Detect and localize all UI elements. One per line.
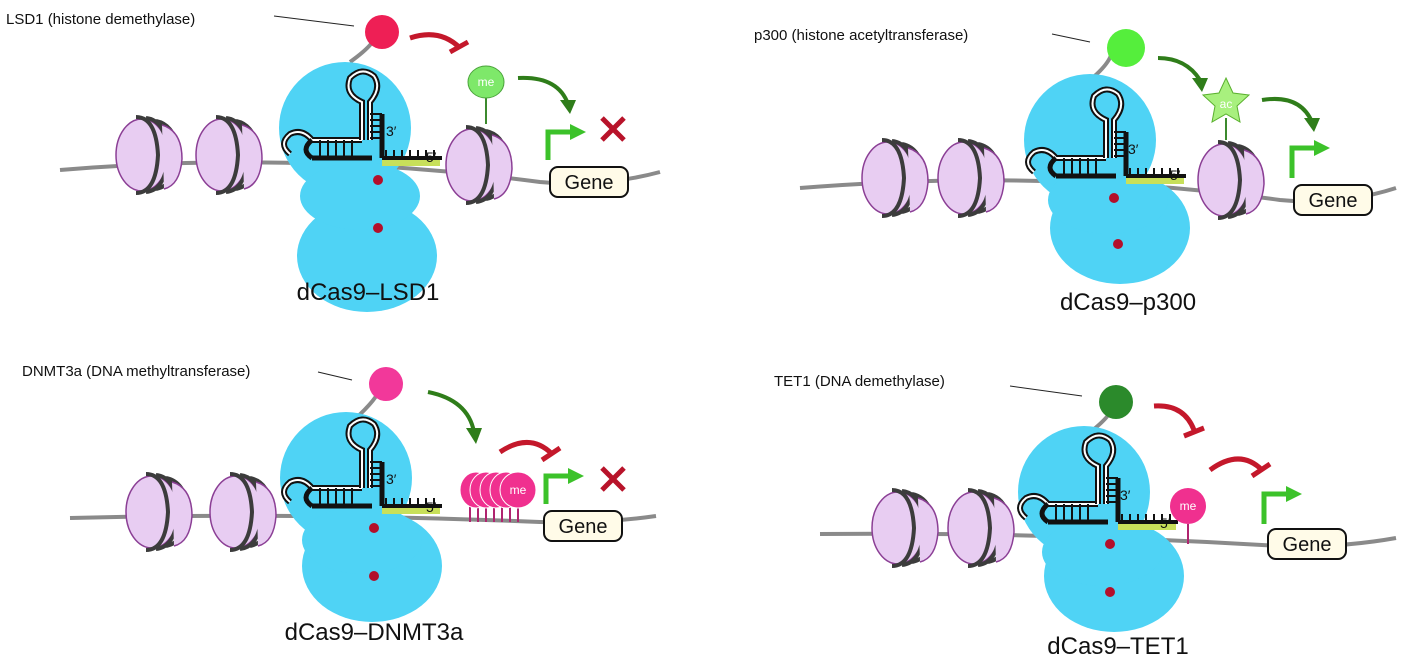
- enzyme-label: p300 (histone acetyltransferase): [754, 27, 968, 44]
- label-leader-line: [273, 15, 355, 27]
- three-prime-label: 3′: [386, 123, 397, 139]
- panel-dnmt3a: DNMT3a (DNA methyltransferase) 3′ 5′ me: [22, 363, 657, 646]
- enzyme-label: DNMT3a (DNA methyltransferase): [22, 363, 250, 380]
- panel-p300: p300 (histone acetyltransferase) 3′ 5′ a…: [754, 27, 1397, 316]
- nuclease-site-dot: [373, 223, 383, 233]
- inhibition-arrow: [409, 32, 462, 50]
- three-prime-label: 3′: [1128, 141, 1139, 157]
- panel-caption: dCas9–DNMT3a: [285, 619, 464, 646]
- nucleosome-2: [946, 488, 1016, 568]
- inhibition-arrow: [1208, 456, 1264, 473]
- effector-enzyme: [1107, 29, 1145, 67]
- panel-caption: dCas9–TET1: [1047, 633, 1188, 660]
- promoter-arrow: [1261, 491, 1290, 524]
- gene-box: [543, 510, 623, 542]
- nucleosome-1: [124, 472, 194, 552]
- effector-enzyme: [369, 367, 403, 401]
- three-prime-label: 3′: [1120, 487, 1131, 503]
- effector-enzyme: [1099, 385, 1133, 419]
- nucleosome-1: [114, 115, 184, 195]
- gene-label: Gene: [1283, 534, 1332, 556]
- label-leader-line: [317, 371, 353, 381]
- nucleosome-2: [936, 138, 1006, 218]
- nucleosome-1: [860, 138, 930, 218]
- dna-methyl-mark: [499, 471, 537, 509]
- mark-label: me: [1180, 499, 1197, 513]
- promoter-arrow: [1289, 145, 1318, 178]
- inhibition-arrow: [1153, 403, 1197, 432]
- inhibition-arrow: [498, 440, 554, 456]
- dcas9-lobe-lower: [297, 200, 437, 312]
- nucleosome-1: [870, 488, 940, 568]
- gene-box: [549, 166, 629, 198]
- dna-methyl-mark: [1170, 488, 1206, 524]
- effector-enzyme: [365, 15, 399, 49]
- repressed-cross: [600, 466, 626, 492]
- gene-box: [1267, 528, 1347, 560]
- label-leader-line: [1009, 385, 1083, 397]
- nuclease-site-dot: [1113, 239, 1123, 249]
- nuclease-site-dot: [373, 175, 383, 185]
- nuclease-site-dot: [1109, 193, 1119, 203]
- enzyme-label: LSD1 (histone demethylase): [6, 11, 195, 28]
- mark-label: ac: [1220, 97, 1233, 111]
- activation-arrow: [1157, 56, 1202, 82]
- five-prime-label: 5′: [426, 149, 437, 165]
- nuclease-site-dot: [1105, 587, 1115, 597]
- panel-lsd1: LSD1 (histone demethylase) 3′ 5′ me Gene…: [6, 11, 661, 312]
- five-prime-label: 5′: [1160, 515, 1171, 531]
- three-prime-label: 3′: [386, 471, 397, 487]
- panel-tet1: TET1 (DNA demethylase) 3′ 5′ me Gene dCa…: [774, 373, 1397, 660]
- nuclease-site-dot: [369, 571, 379, 581]
- five-prime-label: 5′: [1170, 167, 1181, 183]
- histone-mark: [1201, 76, 1251, 123]
- nucleosome-3: [444, 125, 514, 205]
- panel-caption: dCas9–p300: [1060, 289, 1196, 316]
- activation-arrow: [1261, 97, 1314, 123]
- activation-arrow: [427, 390, 476, 433]
- enzyme-label: TET1 (DNA demethylase): [774, 373, 945, 390]
- repressed-cross: [600, 116, 626, 142]
- nuclease-site-dot: [1105, 539, 1115, 549]
- mark-label: me: [510, 483, 527, 497]
- promoter-arrow: [543, 473, 572, 504]
- mark-label: me: [478, 75, 495, 89]
- histone-mark: [467, 65, 505, 99]
- nuclease-site-dot: [369, 523, 379, 533]
- gene-label: Gene: [565, 172, 614, 194]
- activation-arrow: [517, 75, 570, 105]
- promoter-arrow: [545, 129, 574, 160]
- gene-box: [1293, 184, 1373, 216]
- gene-label: Gene: [559, 516, 608, 538]
- nucleosome-3: [1196, 140, 1266, 220]
- label-leader-line: [1051, 33, 1091, 43]
- panel-caption: dCas9–LSD1: [297, 279, 440, 306]
- gene-label: Gene: [1309, 190, 1358, 212]
- five-prime-label: 5′: [426, 499, 437, 515]
- nucleosome-2: [194, 115, 264, 195]
- nucleosome-2: [208, 472, 278, 552]
